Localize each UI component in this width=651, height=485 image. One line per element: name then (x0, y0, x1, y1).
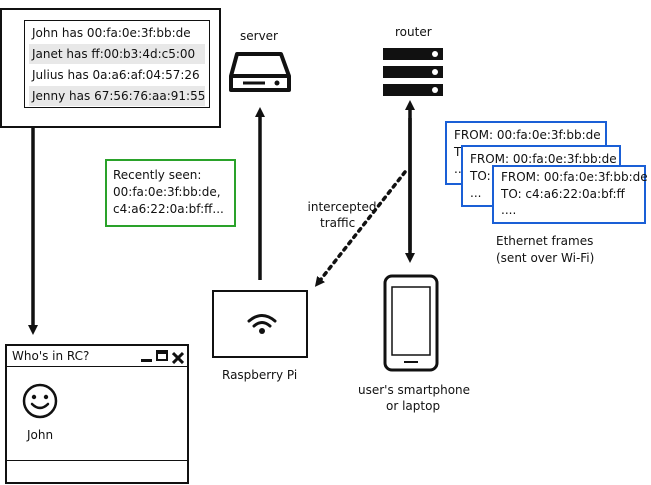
minimize-icon (141, 359, 152, 362)
smartphone-icon (383, 274, 439, 372)
recently-seen-title: Recently seen: (113, 168, 202, 182)
smiley-face-icon (22, 383, 58, 419)
device-label: or laptop (386, 399, 441, 413)
user-name: John (27, 428, 54, 442)
frame-from: FROM: 00:fa:0e:3f:bb:de (470, 152, 617, 166)
frame-to: TO: (470, 169, 491, 183)
raspberry-pi-box (212, 290, 308, 358)
maximize-button[interactable] (156, 350, 168, 362)
mac-row: Jenny has 67:56:76:aa:91:55 (29, 86, 205, 106)
wifi-icon (247, 314, 277, 334)
close-button[interactable] (171, 349, 185, 365)
raspberry-pi-label: Raspberry Pi (222, 368, 298, 382)
recently-seen-mac: 00:fa:0e:3f:bb:de, (113, 185, 221, 199)
frame-from: FROM: 00:fa:0e:3f:bb:de (501, 170, 648, 184)
ethernet-frame-front: FROM: 00:fa:0e:3f:bb:de TO: c4:a6:22:0a:… (492, 165, 648, 224)
close-icon (171, 351, 185, 365)
arrow-intercepted-traffic (314, 170, 407, 287)
frame-more: .... (501, 203, 517, 217)
frame-more: ... (470, 186, 482, 200)
frames-caption: Ethernet frames (496, 234, 594, 248)
database-box: John has 00:fa:0e:3f:bb:de Janet has ff:… (0, 8, 221, 128)
intercepted-traffic-label: intercepted (307, 200, 377, 214)
hard-drive-icon (229, 52, 291, 92)
mac-table: John has 00:fa:0e:3f:bb:de Janet has ff:… (24, 20, 210, 108)
frames-caption: (sent over Wi-Fi) (496, 251, 595, 265)
recently-seen-mac: c4:a6:22:0a:bf:ff... (113, 202, 224, 216)
rack-server-icon (383, 48, 443, 96)
window-title: Who's in RC? (12, 349, 90, 363)
router-label: router (395, 25, 432, 39)
frame-from: FROM: 00:fa:0e:3f:bb:de (454, 128, 601, 142)
mac-row: Janet has ff:00:b3:4d:c5:00 (29, 44, 205, 64)
frame-to: TO: c4:a6:22:0a:bf:ff (501, 187, 625, 201)
maximize-icon (156, 350, 168, 361)
server-label: server (240, 29, 278, 43)
intercepted-traffic-label: traffic (320, 216, 356, 230)
recently-seen-box: Recently seen: 00:fa:0e:3f:bb:de, c4:a6:… (105, 159, 236, 227)
mac-row: John has 00:fa:0e:3f:bb:de (32, 26, 191, 40)
mac-row: Julius has 0a:a6:af:04:57:26 (32, 68, 200, 82)
window-status-bar (7, 460, 187, 461)
frame-more: ... (454, 162, 466, 176)
device-label: user's smartphone (358, 383, 471, 397)
whos-in-rc-window: Who's in RC? John (5, 344, 189, 484)
window-titlebar: Who's in RC? (7, 346, 187, 367)
minimize-button[interactable] (141, 352, 152, 362)
